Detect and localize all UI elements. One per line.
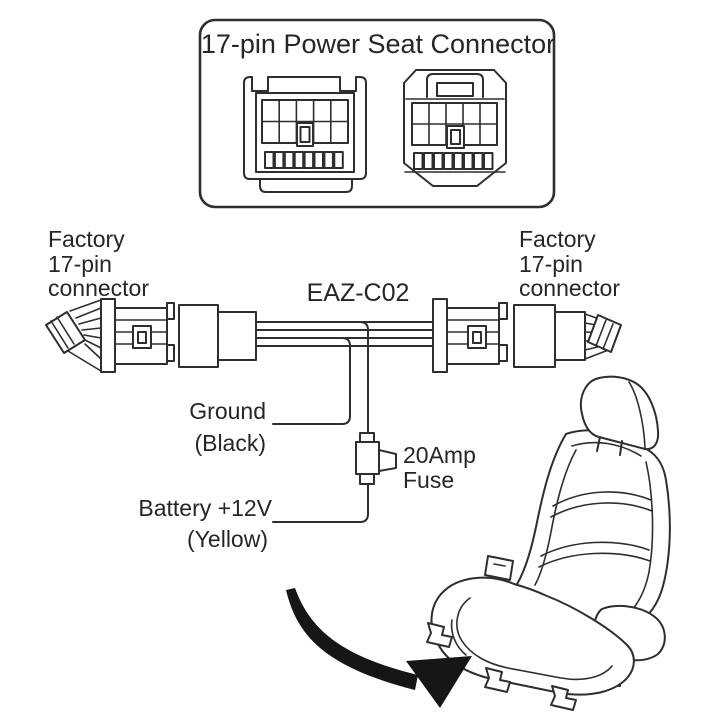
face-right-latch [426,73,484,98]
face-right-small-pin-row [413,152,494,170]
svg-text:Battery +12V: Battery +12V [138,495,272,521]
arrow-head [406,656,472,708]
plug-left-latch-bar [100,298,116,373]
harness-diagram: Factory 17-pin connector Factory 17-pin … [45,226,622,552]
face-left-small-pin-row [264,151,344,169]
wire-fan-left [67,299,102,372]
battery-circuit [272,321,397,523]
factory-connector-left-label: Factory 17-pin connector [48,226,149,301]
hook-front-mid [550,685,577,711]
backrest-seam-left [534,449,577,586]
harness-model-label: EAZ-C02 [307,279,410,307]
headrest-posts [596,436,623,456]
connector-face-left [243,76,367,193]
face-left-center-pin [299,126,311,143]
wire-bundle-left-hatch [50,316,75,349]
hook-left [426,622,453,648]
face-left-bottom-tab [259,178,353,193]
cushion-seam [456,597,613,681]
plug-left-pin [137,331,147,344]
svg-text:Factory: Factory [519,226,596,252]
fuse-tab [378,449,397,472]
seat-cushion [430,576,635,696]
svg-text:17-pin: 17-pin [48,251,112,277]
battery-label: Battery +12V (Yellow) [138,495,272,552]
svg-text:connector: connector [519,275,620,301]
factory-connector-right-label: Factory 17-pin connector [519,226,620,301]
factory-connector-left [45,298,175,373]
ground-wire [272,337,351,425]
svg-text:17-pin: 17-pin [519,251,583,277]
hook-front-left [484,667,511,693]
seat-headrest [580,375,660,451]
backrest-band-lower [538,541,651,568]
fuse-holder [355,432,397,485]
cushion-front-seam [450,619,467,656]
wire-bundle-left [45,311,86,354]
seat-illustration [426,375,671,711]
fuse-body [355,441,380,475]
headrest-seam [628,381,646,449]
harness-connector-left [178,304,257,368]
wire-bundle-right-hatch [595,319,614,350]
connector-face-right [403,69,507,187]
backrest-band-upper [550,491,653,518]
face-right-center-pin [450,129,461,145]
factory-connector-right [513,304,622,368]
panel-title: 17-pin Power Seat Connector [201,29,555,59]
face-left-pin-grid [261,99,349,147]
svg-text:(Yellow): (Yellow) [187,526,268,552]
face-right-seams [404,98,506,173]
backrest-seam-right [626,461,654,616]
plug-left-prong-top [166,302,175,320]
svg-text:Fuse: Fuse [403,467,454,493]
backrest-top-seam [571,441,642,457]
plug-right-prong-bottom [498,344,508,362]
buckle-head [484,555,514,581]
fuse-cap-top [359,432,375,443]
plug-right-prong-top [498,302,508,320]
buckle-slot [493,563,506,567]
svg-text:Factory: Factory [48,226,125,252]
harness-connector-right [432,298,508,373]
plug-right-pin [472,331,482,344]
fuse-cap-bottom [359,473,375,485]
face-right-latch-inner [436,82,474,97]
harness-wires [255,321,434,347]
pinout-panel: 17-pin Power Seat Connector [198,18,556,209]
plug-right-latch-bar [432,298,448,373]
svg-text:Ground: Ground [189,398,266,424]
battery-wire-upper [359,321,369,434]
ground-label: Ground (Black) [189,398,266,456]
fuse-label: 20Amp Fuse [403,442,476,493]
battery-wire-lower [272,483,369,523]
rail-hooks [426,622,577,711]
svg-text:connector: connector [48,275,149,301]
face-right-pin-grid [411,102,498,149]
svg-text:(Black): (Black) [194,430,266,456]
seat-backrest [513,429,671,628]
arrow-tail [286,588,418,690]
plug-left-prong-bottom [166,344,175,362]
install-direction-arrow [286,588,472,708]
svg-text:20Amp: 20Amp [403,442,476,468]
